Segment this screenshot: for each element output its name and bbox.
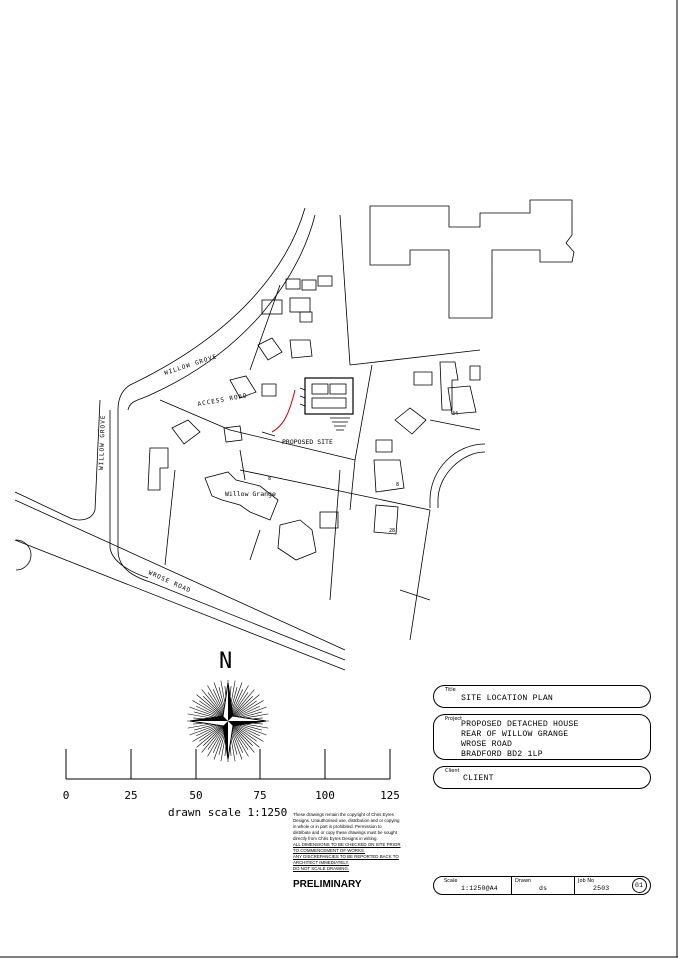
drawn-tag: Drawn bbox=[515, 878, 532, 884]
job-tag: Job No bbox=[578, 878, 595, 884]
notes-warning: TO COMMENCEMENT OF WORKS. bbox=[293, 848, 366, 853]
large-building-outline bbox=[369, 199, 575, 319]
project-line: BRADFORD BD2 1LP bbox=[461, 750, 543, 759]
label-plot-8a: 8 bbox=[396, 482, 399, 488]
scale-tick-25: 25 bbox=[124, 789, 137, 802]
label-proposed-site: PROPOSED SITE bbox=[282, 438, 333, 446]
job-value: 2503 bbox=[593, 885, 610, 892]
scale-tick-75: 75 bbox=[253, 789, 266, 802]
title-value: SITE LOCATION PLAN bbox=[461, 694, 554, 703]
north-compass-icon bbox=[187, 680, 269, 762]
notes-warning: ALL DIMENSIONS TO BE CHECKED ON SITE PRI… bbox=[293, 842, 401, 847]
notes-line: These drawings remain the copyright of C… bbox=[293, 812, 394, 817]
scale-tick-50: 50 bbox=[189, 789, 202, 802]
project-box: Project PROPOSED DETACHED HOUSE REAR OF … bbox=[433, 714, 651, 760]
wrose-road bbox=[14, 499, 346, 651]
scale-caption: drawn scale 1:1250 bbox=[168, 806, 288, 819]
title-tag: Title bbox=[445, 687, 456, 693]
project-tag: Project bbox=[445, 716, 463, 722]
project-line: PROPOSED DETACHED HOUSE bbox=[461, 720, 579, 729]
info-box: Scale 1:1250@A4 Drawn ds Job No 2503 01 bbox=[433, 876, 651, 895]
scale-value: 1:1250@A4 bbox=[461, 885, 498, 892]
scale-tick-0: 0 bbox=[63, 789, 70, 802]
label-plot-28: 28 bbox=[389, 528, 395, 534]
project-line: WROSE ROAD bbox=[461, 740, 513, 749]
scale-tick-125: 125 bbox=[380, 789, 400, 802]
notes-line: Designs. Unauthorised use, distribution … bbox=[293, 818, 400, 823]
north-label: N bbox=[219, 649, 232, 674]
label-access-road: ACCESS ROAD bbox=[197, 392, 248, 408]
label-willow-grange: Willow Grange bbox=[225, 490, 276, 498]
scale-bar bbox=[65, 749, 391, 780]
notes-warning: ARCHITECT IMMEDIATELY. bbox=[293, 860, 350, 865]
scale-tag: Scale bbox=[444, 878, 458, 884]
label-plot-8b: 8 bbox=[268, 476, 271, 482]
willow-grove-road bbox=[117, 207, 346, 661]
project-line: REAR OF WILLOW GRANGE bbox=[461, 730, 569, 739]
client-value: CLIENT bbox=[463, 774, 494, 783]
proposed-site-plan bbox=[261, 377, 354, 437]
title-box: Title SITE LOCATION PLAN bbox=[433, 685, 651, 708]
label-wrose-road: WROSE ROAD bbox=[147, 569, 192, 594]
revision-value: 01 bbox=[635, 882, 644, 889]
label-plot-34: 34 bbox=[452, 411, 458, 417]
notes-warning: DO NOT SCALE DRAWING. bbox=[293, 866, 350, 871]
notes-line: directly from Chris Eyres Designs in wri… bbox=[293, 836, 378, 841]
notes-warning: ANY DISCREPANCIES TO BE REPORTED BACK TO bbox=[293, 854, 399, 859]
notes-line: in whole or in part is prohibited. Permi… bbox=[293, 824, 382, 829]
label-willow-grove-vertical: WILLOW GROVE bbox=[98, 414, 107, 470]
revision-circle bbox=[632, 878, 647, 893]
drawn-value: ds bbox=[539, 885, 548, 892]
client-tag: Client bbox=[445, 768, 460, 774]
notes-line: distribute and or copy these drawings mu… bbox=[293, 830, 397, 835]
willow-grange-building bbox=[204, 471, 279, 521]
status-preliminary: PRELIMINARY bbox=[293, 879, 362, 890]
copyright-notes: These drawings remain the copyright of C… bbox=[293, 812, 433, 872]
scale-tick-100: 100 bbox=[315, 789, 335, 802]
client-box: Client CLIENT bbox=[433, 766, 651, 789]
